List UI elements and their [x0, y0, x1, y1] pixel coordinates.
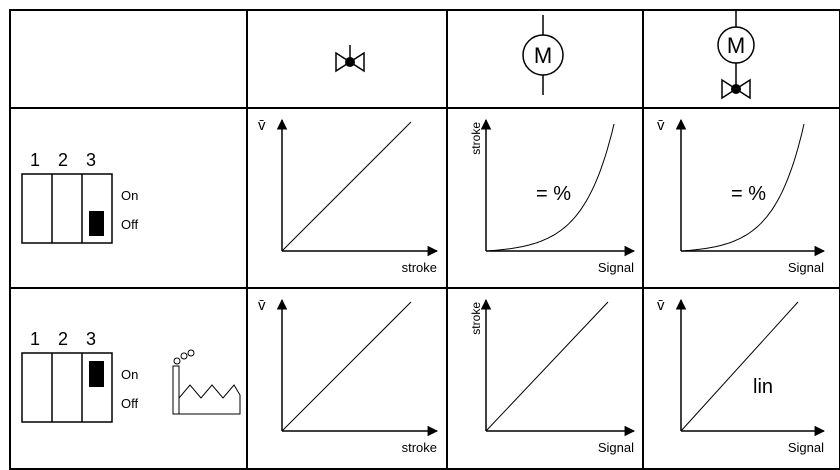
off-label: Off [121, 396, 138, 411]
plot-r2-c1: v̄ stroke [258, 297, 439, 455]
switch-3-slider [89, 211, 104, 236]
y-axis-label: stroke [469, 122, 483, 155]
switch-3-slider [89, 361, 104, 387]
linear-curve [281, 301, 412, 432]
y-axis-label: v̄ [657, 117, 665, 134]
switch-number-1: 1 [30, 150, 40, 170]
motor-valve-label: M [727, 33, 745, 58]
switch-body [21, 352, 113, 423]
off-label: Off [121, 217, 138, 232]
factory-icon [172, 349, 241, 415]
switch-number-3: 3 [86, 150, 96, 170]
switch-number-1: 1 [30, 329, 40, 349]
switch-number-2: 2 [58, 150, 68, 170]
x-axis-label: Signal [788, 260, 824, 275]
y-axis-label: v̄ [258, 117, 266, 134]
x-axis-label: stroke [402, 440, 437, 455]
on-label: On [121, 367, 138, 382]
curve-type-label: = % [536, 183, 571, 205]
dip-switch-row-2: 1 2 3 On Off [21, 329, 138, 423]
x-axis-label: Signal [788, 440, 824, 455]
plot-r1-c1: v̄ stroke [258, 117, 439, 275]
x-axis-label: stroke [402, 260, 437, 275]
dip-switch-row-1: 1 2 3 On Off [21, 150, 138, 244]
switch-body [21, 173, 113, 244]
plot-r2-c3: v̄ Signal lin [657, 297, 826, 455]
y-axis-label: v̄ [258, 297, 266, 314]
x-axis-label: Signal [598, 260, 634, 275]
y-axis-label: v̄ [657, 297, 665, 314]
linear-curve [281, 121, 412, 252]
plot-r1-c3: v̄ Signal = % [657, 117, 826, 275]
table-grid [9, 9, 840, 470]
linear-curve [680, 301, 799, 432]
motor-valve-icon: M [717, 11, 755, 100]
equal-percentage-curve [485, 123, 615, 252]
on-label: On [121, 188, 138, 203]
curve-type-label: = % [731, 183, 766, 205]
motor-icon: M [522, 15, 564, 95]
curve-type-label: lin [753, 376, 773, 398]
x-axis-label: Signal [598, 440, 634, 455]
valve-icon [335, 45, 365, 73]
switch-number-2: 2 [58, 329, 68, 349]
motor-label: M [534, 43, 552, 68]
equal-percentage-curve [680, 123, 805, 252]
switch-number-3: 3 [86, 329, 96, 349]
y-axis-label: stroke [469, 302, 483, 335]
linear-curve [485, 301, 609, 432]
